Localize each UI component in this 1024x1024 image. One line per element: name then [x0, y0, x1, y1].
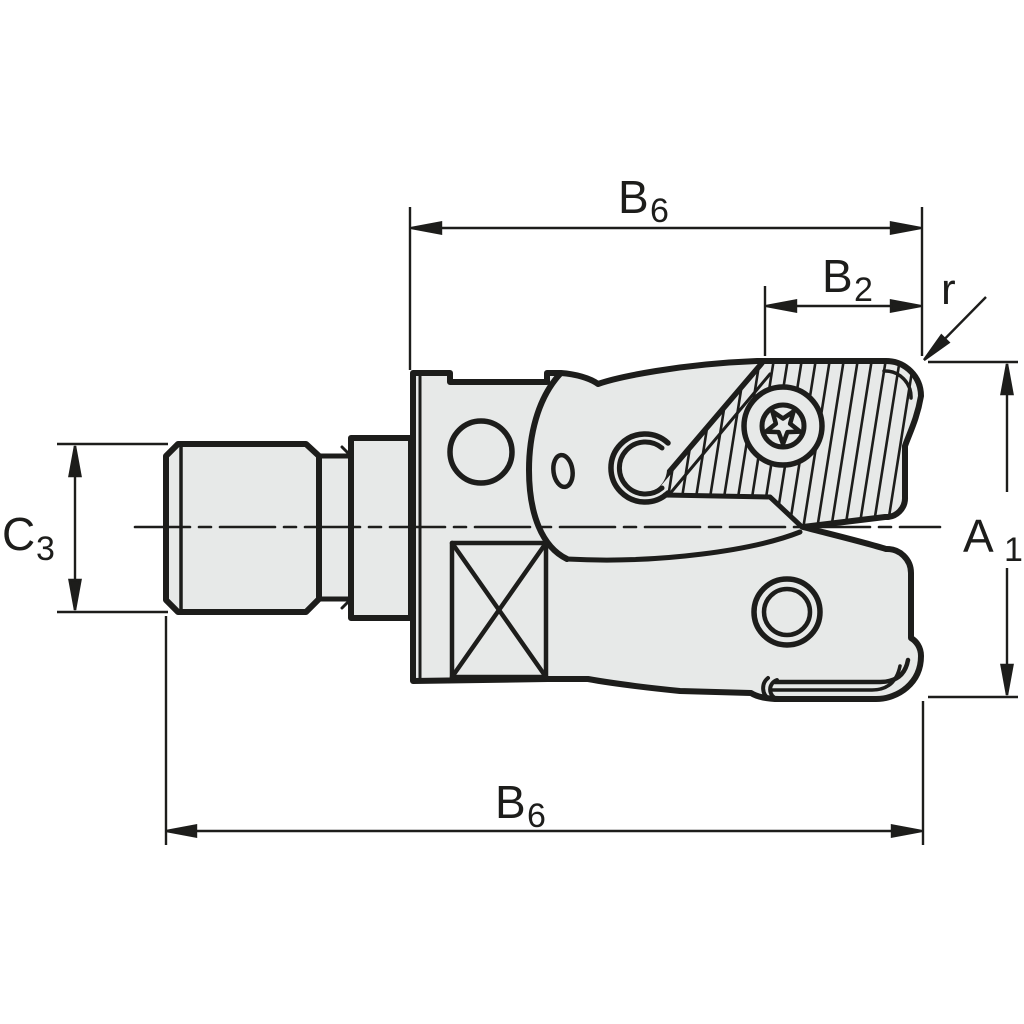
screw-inner-circle	[759, 402, 807, 450]
dim-label-b6-bottom-sub: 6	[527, 797, 546, 835]
dim-label-b6-bottom: B	[495, 776, 526, 828]
dim-label-b2-sub: 2	[854, 271, 873, 309]
cutter-head-silhouette	[410, 358, 924, 702]
insert-corner-inner-arc	[882, 369, 913, 400]
pocket-nose-mask	[619, 445, 667, 493]
arrow-up-icon	[68, 445, 82, 478]
dim-label-c3-sub: 3	[36, 530, 55, 568]
collar-chamfer-marks	[340, 445, 353, 610]
arrow-down-icon	[1000, 663, 1014, 696]
arrow-down-icon	[68, 578, 82, 611]
dim-label-a1-sub: 1	[1004, 531, 1023, 569]
screw-star-icon	[763, 409, 803, 447]
jaw-top-edge	[564, 529, 803, 563]
arrow-left-icon	[410, 221, 443, 235]
dimension-b6-top: B 6	[408, 171, 924, 370]
arrow-right-icon	[890, 824, 923, 838]
tool-body	[133, 358, 942, 702]
dimension-b6-bottom: B 6	[164, 616, 925, 845]
insert-left-edge	[649, 360, 765, 495]
small-slot	[551, 452, 575, 490]
dimension-b2: B 2	[763, 250, 922, 356]
insert-left-edge-inner	[666, 372, 772, 498]
dimension-a1: A 1	[928, 360, 1023, 699]
dim-label-a1: A	[963, 510, 994, 562]
body-hole	[447, 418, 515, 486]
arrow-left-icon	[765, 299, 798, 313]
bottom-wiper-insert	[761, 657, 911, 701]
pocket-bottom-edge	[662, 492, 805, 530]
dim-label-b6-top-sub: 6	[650, 192, 669, 230]
dim-label-b2: B	[822, 250, 853, 302]
arrow-left-icon	[165, 824, 198, 838]
arrow-right-icon	[889, 299, 922, 313]
dim-label-r: r	[941, 265, 956, 314]
jaw-hole-outer	[751, 576, 823, 648]
dimension-c3: C 3	[2, 442, 168, 614]
arrow-up-icon	[1000, 363, 1014, 396]
pocket-nose-arc-inner	[616, 439, 665, 497]
jaw-hole-inner	[761, 586, 813, 638]
clamp-screw-torx	[741, 384, 825, 468]
dim-label-c3: C	[2, 508, 35, 560]
arrow-leader-icon	[923, 333, 951, 361]
dim-label-b6-top: B	[618, 171, 649, 223]
arrow-right-icon	[889, 221, 922, 235]
pocket-nose-arc-outer	[608, 431, 671, 505]
clamp-x-marking	[449, 540, 549, 680]
radius-callout: r	[923, 265, 987, 361]
screw-outer-circle	[741, 384, 825, 468]
